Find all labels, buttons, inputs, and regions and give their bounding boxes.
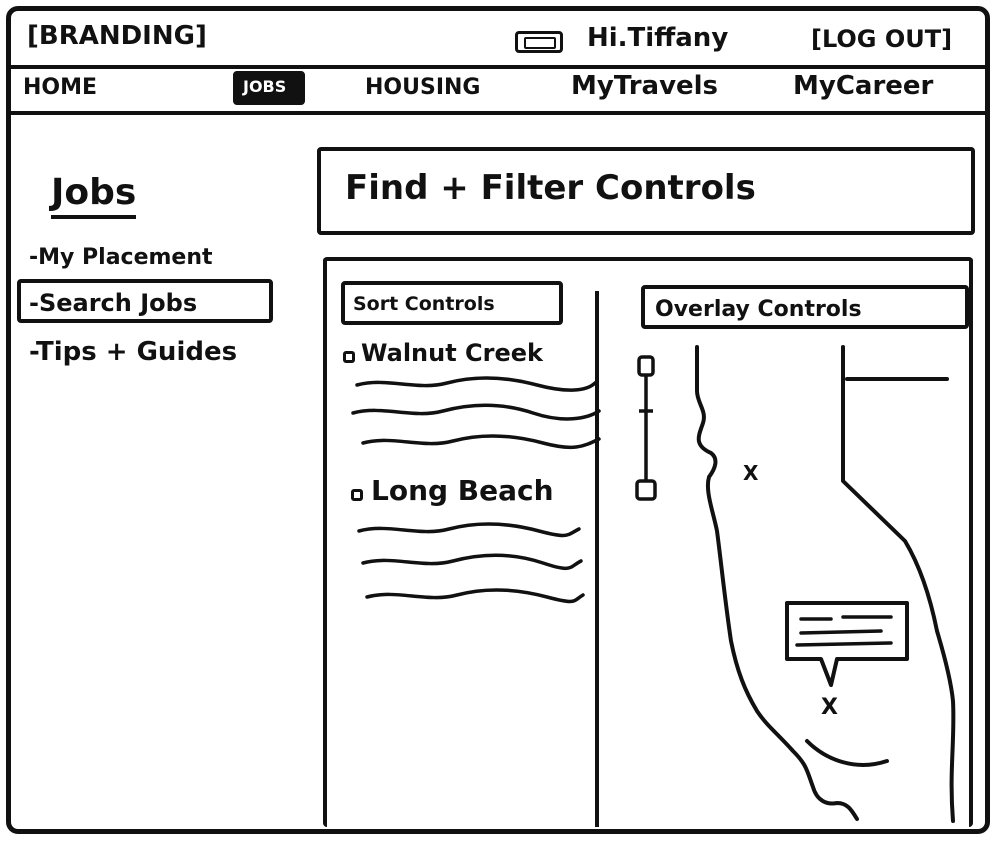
sidebar-item-my-placement[interactable]: -My Placement [29,245,213,270]
find-filter-controls[interactable]: Find + Filter Controls [317,147,975,235]
result-title-long-beach[interactable]: Long Beach [371,474,554,507]
result-description-long-beach [357,522,585,604]
find-filter-label: Find + Filter Controls [345,168,756,208]
list-map-divider [595,291,599,827]
nav-item-jobs-label: JOBS [243,77,287,96]
zoom-slider[interactable] [627,351,663,511]
overlay-controls-label: Overlay Controls [655,297,862,322]
nav-item-home[interactable]: HOME [23,75,98,100]
sidebar-item-search-jobs[interactable]: -Search Jobs [17,279,273,323]
california-map[interactable] [667,341,967,831]
result-description-walnut-creek [351,376,601,450]
sort-controls-label: Sort Controls [353,293,495,315]
nav-item-mytravels[interactable]: MyTravels [571,71,719,101]
result-checkbox-long-beach[interactable] [351,489,363,501]
sidebar-title: Jobs [51,175,137,219]
result-title-walnut-creek[interactable]: Walnut Creek [361,339,544,367]
map-marker-long-beach[interactable]: X [821,695,838,720]
overlay-controls[interactable]: Overlay Controls [641,285,969,329]
app-window: [BRANDING] Hi.Tiffany [LOG OUT] HOME JOB… [6,6,990,834]
nav-item-mycareer[interactable]: MyCareer [793,71,934,101]
nav-item-housing[interactable]: HOUSING [365,75,481,100]
sidebar-item-tips-guides[interactable]: -Tips + Guides [29,337,238,367]
messages-icon[interactable] [515,31,563,53]
sidebar-item-search-jobs-label: -Search Jobs [29,289,198,317]
result-checkbox-walnut-creek[interactable] [343,351,355,363]
branding-logo: [BRANDING] [27,21,207,51]
nav-bottom-divider [11,111,986,115]
sort-controls[interactable]: Sort Controls [341,281,563,325]
results-panel: Sort Controls Walnut Creek Long Beach [323,257,973,827]
nav-item-jobs[interactable]: JOBS [233,71,305,105]
map-marker-walnut-creek[interactable]: X [743,461,759,485]
nav-top-divider [11,65,986,69]
logout-button[interactable]: [LOG OUT] [811,25,953,53]
map-tooltip-callout [785,601,909,687]
user-greeting: Hi.Tiffany [587,23,729,53]
